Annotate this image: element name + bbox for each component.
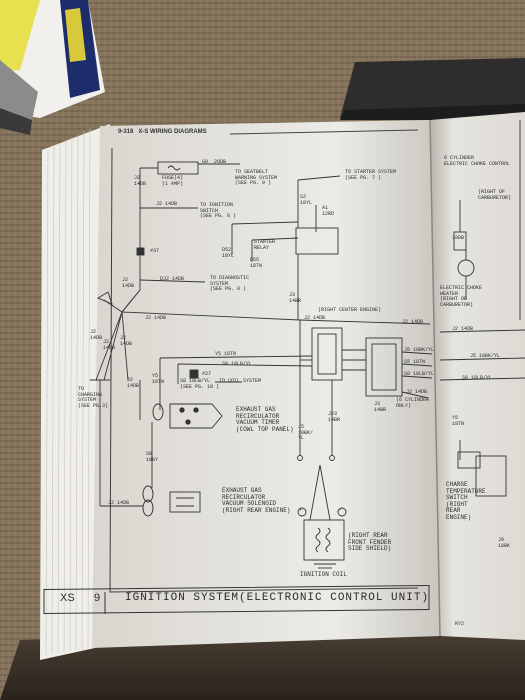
diagram-border <box>109 147 419 593</box>
stacked-books <box>0 0 105 135</box>
header-rule <box>229 129 419 135</box>
book-gutter <box>429 119 441 637</box>
page-stack-edge <box>40 124 110 660</box>
right-page <box>430 112 525 640</box>
left-page <box>92 120 440 648</box>
dark-notebook <box>340 58 525 120</box>
footer-box <box>43 585 430 615</box>
wiring-lines <box>90 120 525 569</box>
